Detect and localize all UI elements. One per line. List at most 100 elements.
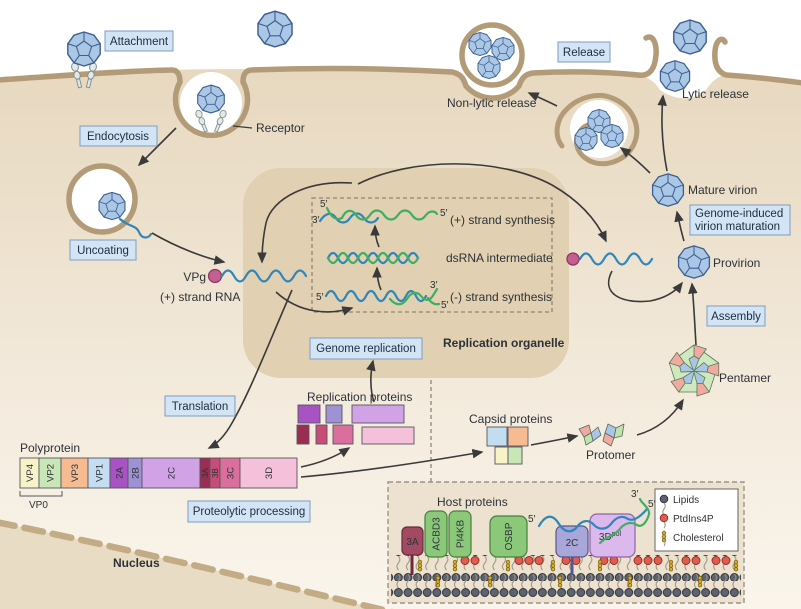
vp0-bracket <box>19 491 63 497</box>
cholesterol-legend-label: Cholesterol <box>673 533 724 544</box>
attachment-label: Attachment <box>110 36 169 48</box>
proteolytic-box <box>187 500 311 523</box>
assembly-box <box>706 305 766 327</box>
virion-autophagosome-icon <box>574 126 598 152</box>
virion-autophagosome-icon <box>600 123 624 149</box>
plasma-membrane-right <box>712 36 801 86</box>
pentamer-icon <box>668 344 720 397</box>
prime-mark: 5′ <box>320 199 328 210</box>
plus-strand-rna <box>220 269 308 283</box>
protein-block <box>332 424 354 445</box>
uncoating-label: Uncoating <box>77 245 129 257</box>
polyprotein-segment-labels: VP4 VP2 VP3 VP1 2A 2B 2C 3A 3B 3C 3D <box>25 464 275 482</box>
segment-label: VP1 <box>95 464 106 482</box>
prime-mark: 3′ <box>631 489 639 500</box>
protein-pi4kb <box>448 510 472 558</box>
segment-label: 2C <box>167 467 178 479</box>
pol-base: 3D <box>599 532 612 543</box>
ptdins4p-legend-tail <box>663 521 666 529</box>
maturation-label-line1: Genome-induced <box>695 208 783 220</box>
release-label: Release <box>563 47 605 59</box>
polyprotein-label: Polyprotein <box>20 441 80 455</box>
segment-2c <box>141 457 201 489</box>
provirion-label: Provirion <box>713 256 760 270</box>
segment-label: 3B <box>211 468 220 478</box>
plasma-membrane <box>0 34 659 139</box>
lipid-legend-tail <box>662 502 666 516</box>
genome-replication-label: Genome replication <box>316 343 416 355</box>
translation-label: Translation <box>172 401 228 413</box>
progeny-rna <box>578 252 654 266</box>
assembly-label: Assembly <box>711 311 761 323</box>
inset-rna-template <box>537 507 649 533</box>
protein-pi4kb-label: PI4KB <box>456 520 467 549</box>
capsid-block <box>507 446 523 465</box>
uncoating-rna <box>118 217 153 239</box>
host-proteins-title: Host proteins <box>437 495 508 509</box>
stage-boxes: Attachment Endocytosis Uncoating Release… <box>69 30 791 523</box>
protein-block <box>361 426 415 445</box>
protein-block <box>297 404 321 424</box>
nucleus-label: Nucleus <box>113 556 160 570</box>
capsid-proteins-label: Capsid proteins <box>469 412 552 426</box>
segment-label: VP2 <box>46 464 57 482</box>
protein-osbp <box>489 515 528 558</box>
virion-free-icon <box>257 10 293 48</box>
virion-provirion-icon <box>677 245 711 279</box>
plus-strand-rna-label: (+) strand RNA <box>160 290 240 304</box>
protein-block <box>296 424 310 445</box>
pentamer-label: Pentamer <box>719 371 771 385</box>
prime-mark: 5′ <box>648 499 656 510</box>
genome-replication-box <box>309 337 423 360</box>
maturation-label-line2: virion maturation <box>695 221 780 233</box>
plus-synthesis-label: (+) strand synthesis <box>450 213 555 227</box>
inset-rna-nascent <box>598 497 651 545</box>
capsid-block <box>507 426 529 447</box>
segment-label: 2A <box>115 467 126 479</box>
protein-osbp-label: OSBP <box>504 522 515 550</box>
flow-arrows <box>137 92 698 478</box>
ptdins4p-legend-icon <box>659 513 669 523</box>
protein-block <box>325 404 343 424</box>
virion-nonlytic-icon <box>468 31 492 57</box>
nuclear-envelope <box>0 519 394 609</box>
minus-synthesis-nascent <box>388 287 441 306</box>
segment-label: 3A <box>201 467 210 477</box>
plus-synthesis-nascent <box>325 206 439 221</box>
virion-uncoating-icon <box>98 191 126 221</box>
capsid-block <box>486 426 508 447</box>
ptdins4p-legend-label: PtdIns4P <box>673 514 714 525</box>
segment-3d <box>239 457 298 489</box>
proteolytic-label: Proteolytic processing <box>193 506 306 518</box>
release-box <box>557 41 611 63</box>
segment-label: VP3 <box>70 464 81 482</box>
dsrna-strand-green <box>326 251 420 265</box>
vpg-label: VPg <box>183 270 206 284</box>
capsid-block <box>494 446 509 465</box>
replication-dashed-box <box>311 197 553 313</box>
protein-3dpol-label: 3Dpol <box>599 531 622 543</box>
lipid-legend-label: Lipids <box>673 495 699 506</box>
dsrna-label: dsRNA intermediate <box>446 251 553 265</box>
replication-proteins-label: Replication proteins <box>307 390 412 404</box>
maturation-box <box>689 204 791 236</box>
prime-mark: 3′ <box>430 280 438 291</box>
protein-block <box>315 424 328 445</box>
virion-attachment-icon <box>67 31 101 67</box>
virion-lytic-icon <box>673 19 707 55</box>
protein-block <box>351 404 405 424</box>
minus-synthesis-template <box>324 289 428 303</box>
cholesterol-legend-tail <box>663 540 666 547</box>
segment-label: 3C <box>226 467 237 479</box>
cholesterol-legend-icon <box>661 530 667 543</box>
endocytosis-box <box>79 125 158 147</box>
vp0-label: VP0 <box>29 500 48 511</box>
prime-mark: 5′ <box>316 292 324 303</box>
segment-label: 2B <box>131 467 142 479</box>
replication-organelle-label: Replication organelle <box>443 336 565 350</box>
mature-virion-label: Mature virion <box>688 183 757 197</box>
protein-acbd3 <box>424 510 448 558</box>
virion-nonlytic-icon <box>477 54 501 80</box>
vpg-protein <box>566 252 580 266</box>
